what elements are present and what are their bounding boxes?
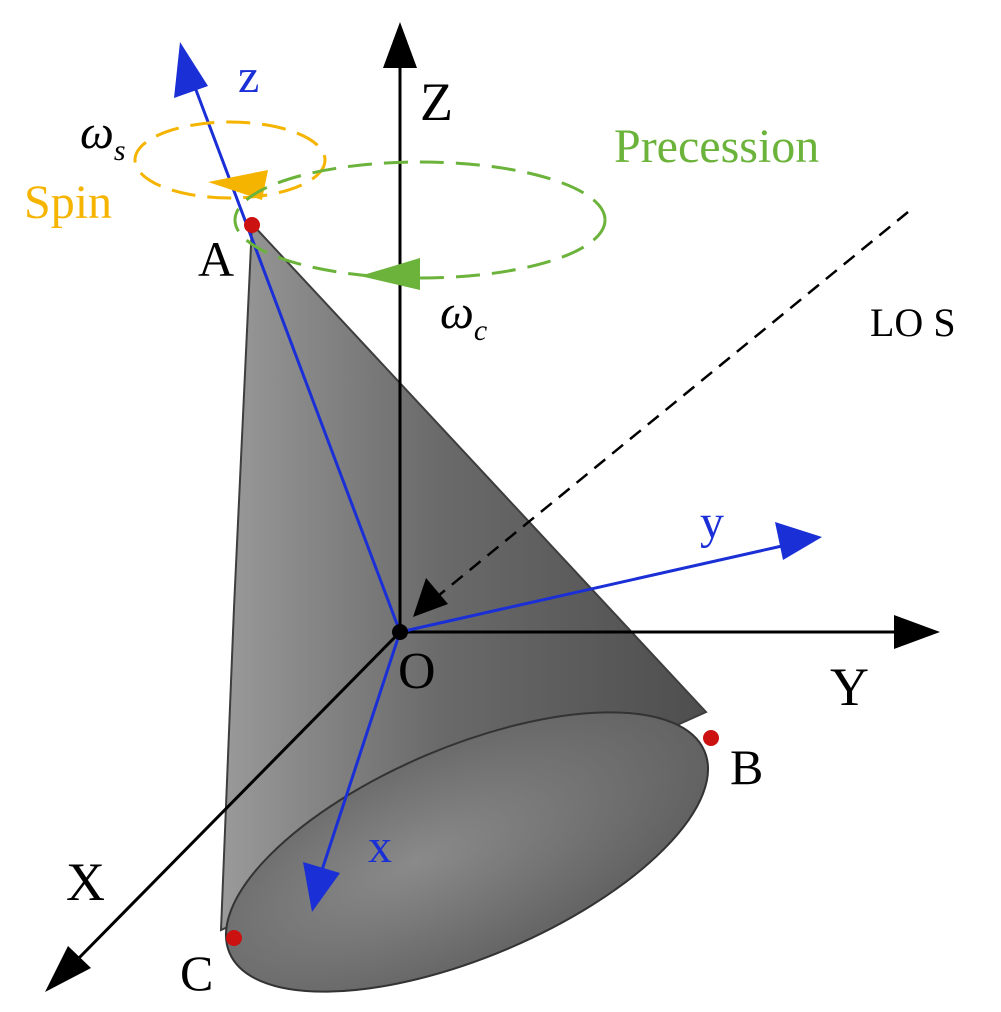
precession-circle — [233, 160, 607, 280]
key-points — [226, 217, 719, 946]
body-y-axis — [399, 544, 783, 634]
body-x-arrowhead — [303, 862, 340, 912]
body-x-axis — [320, 631, 402, 871]
body-y-label: y — [700, 496, 724, 549]
cone — [219, 221, 710, 993]
omega-c-label: ωc — [440, 286, 487, 347]
origin-label: O — [398, 643, 436, 700]
global-z-arrowhead — [383, 22, 417, 68]
los-label: LO S — [870, 300, 956, 345]
global-z-label: Z — [420, 72, 453, 132]
point-a-marker — [244, 217, 260, 233]
global-x-axis — [73, 630, 402, 964]
labels: Z Y X z y x O A B C LO S Spin Precession… — [24, 50, 956, 1001]
body-z-label: z — [238, 50, 259, 103]
point-c-marker — [226, 930, 242, 946]
body-x-label: x — [368, 820, 392, 873]
global-x-arrowhead — [45, 946, 91, 992]
point-b-marker — [703, 730, 719, 746]
point-c-label: C — [180, 945, 213, 1001]
los-arrowhead — [413, 578, 448, 617]
spin-circle — [133, 120, 327, 200]
point-b-label: B — [730, 739, 763, 795]
precession-indicator — [233, 160, 607, 290]
global-y-arrowhead — [894, 615, 940, 649]
body-z-axis — [191, 81, 402, 633]
cone-base — [224, 711, 710, 993]
spin-label: Spin — [24, 176, 112, 229]
global-y-label: Y — [830, 657, 869, 717]
body-y-arrowhead — [775, 522, 822, 560]
line-of-sight — [413, 211, 909, 617]
precession-label: Precession — [614, 120, 819, 173]
omega-s-label: ωs — [80, 106, 126, 167]
point-a-label: A — [198, 231, 234, 287]
precession-arrowhead — [360, 258, 420, 290]
origin-marker — [392, 624, 408, 640]
global-x-label: X — [66, 852, 105, 912]
spin-arrowhead — [208, 170, 268, 200]
body-z-arrowhead — [174, 42, 208, 98]
global-axes — [45, 22, 940, 992]
body-axes — [174, 42, 822, 912]
spin-indicator — [133, 120, 327, 200]
